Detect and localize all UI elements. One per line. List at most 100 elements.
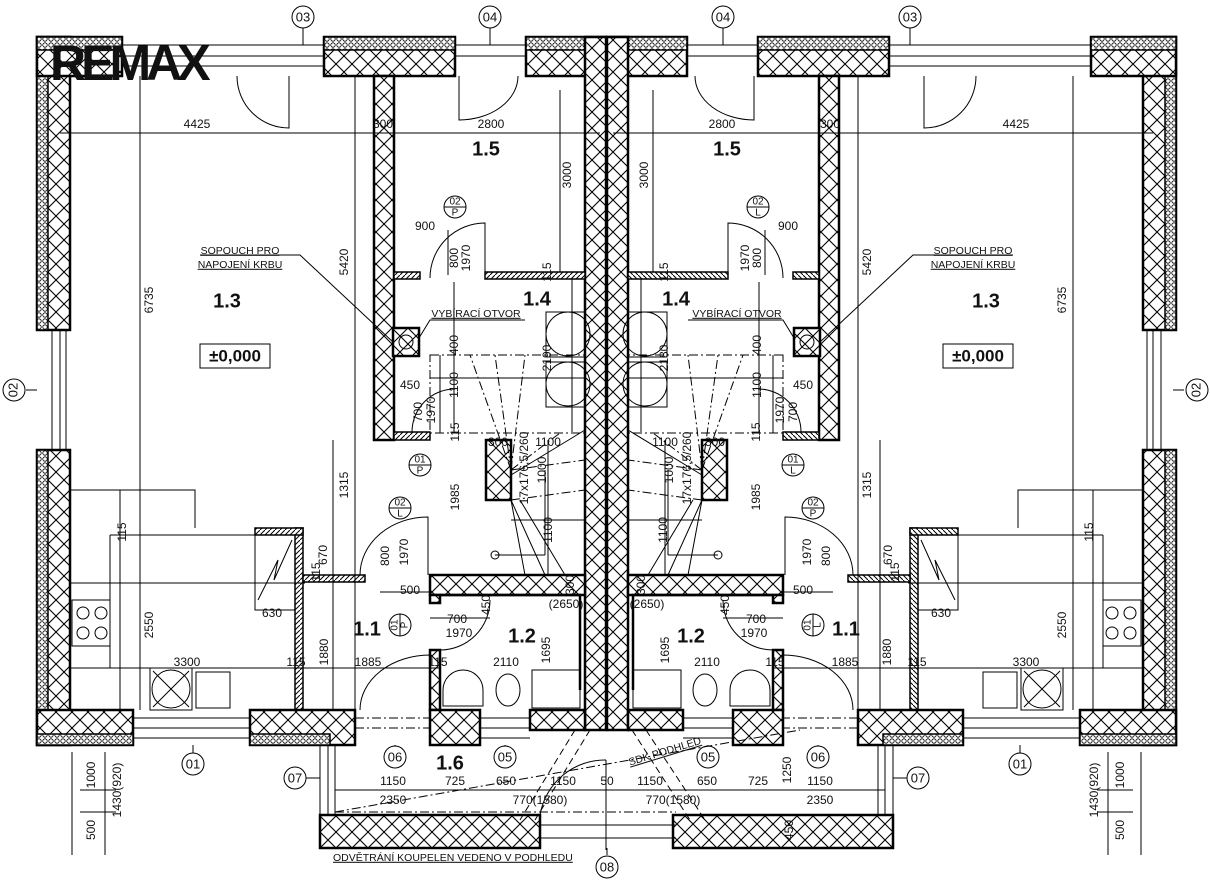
dimension-label: 450 (479, 595, 493, 615)
dimension-label: 3300 (1013, 655, 1040, 669)
grid-axis-circle (1185, 378, 1209, 402)
dimension-label: 115 (309, 562, 323, 581)
level-box (199, 343, 271, 369)
dimension-label: 1695 (539, 636, 553, 663)
dimension-label: 700 (746, 612, 766, 626)
dimension-label: 5420 (337, 248, 351, 275)
room-number: 1.6 (436, 752, 464, 774)
dimension-label: 800 (750, 248, 764, 268)
dimension-label: 115 (765, 655, 784, 669)
dimension-label: 115 (115, 522, 129, 541)
grid-axis-label: 04 (716, 9, 730, 24)
dimension-label: 300 (488, 435, 508, 449)
dimension-label: 115 (888, 562, 902, 581)
grid-axis-circle (493, 745, 517, 769)
dimension-label: 115 (1082, 522, 1096, 541)
door-tag-side: P (417, 466, 424, 477)
dimension-label: 1150 (550, 774, 576, 788)
dimension-label: 450 (782, 820, 796, 840)
door-tag-number: 01 (787, 455, 799, 466)
inspection-opening-note: VYBÍRACÍ OTVOR (692, 307, 782, 320)
dimension-label: 115 (749, 422, 763, 441)
dimension-label: 1970 (459, 244, 473, 271)
dimension-label: 800 (819, 546, 833, 566)
dimension-label: 1885 (355, 655, 382, 669)
room-number: 1.3 (972, 290, 1000, 312)
inspection-opening-note: VYBÍRACÍ OTVOR (431, 307, 521, 320)
dimension-label: (2650) (549, 597, 584, 611)
dimension-label: 1970 (424, 396, 438, 423)
grid-axis-label: 01 (186, 756, 200, 771)
room-number: 1.1 (353, 618, 381, 640)
grid-axis-label: 08 (600, 859, 614, 874)
dimension-label: 1970 (773, 396, 787, 423)
door-tag-number: 02 (449, 197, 461, 208)
door-tag-number: 02 (394, 498, 406, 509)
dimension-label: (2650) (630, 597, 665, 611)
grid-axis-circle (283, 766, 307, 790)
dimension-label: 17x176,5/260 (517, 431, 531, 504)
dimension-label: 1000 (84, 761, 98, 788)
room-number: 1.1 (832, 618, 860, 640)
dimension-label: 700 (411, 402, 425, 422)
grid-axis-circle (906, 766, 930, 790)
dimension-label: 115 (657, 262, 671, 281)
dimension-label: 115 (448, 422, 462, 441)
grid-axis-circle (181, 752, 205, 776)
dimension-label: 1985 (749, 483, 763, 510)
dimension-label: 770(1580) (646, 793, 701, 807)
dimension-label: 450 (718, 595, 732, 615)
dimension-label: 630 (262, 606, 282, 620)
grid-axis-label: 01 (1013, 756, 1027, 771)
dimension-label: 1100 (656, 517, 670, 543)
dimension-label: 300 (563, 575, 577, 595)
grid-axis-label: 03 (296, 9, 310, 24)
room-number: 1.4 (662, 288, 691, 310)
dimension-label: 1970 (738, 244, 752, 271)
door-tag-side: P (810, 509, 817, 520)
grid-axis-label: 05 (701, 749, 715, 764)
grid-axis-label: 02 (1188, 383, 1203, 397)
grid-axis-circle (478, 5, 502, 29)
chimney-note: NAPOJENÍ KRBU (198, 258, 283, 271)
door-tag-number: 01 (414, 455, 426, 466)
room-number: 1.4 (523, 288, 552, 310)
dimension-label: 3000 (637, 161, 651, 188)
dimension-label: 1970 (741, 626, 768, 640)
dimension-label: 400 (447, 335, 461, 355)
dimension-label: 650 (697, 774, 717, 788)
dimension-label: 50 (600, 774, 614, 788)
bathroom-ventilation-note: ODVĚTRÁNÍ KOUPELEN VEDENO V PODHLEDU (333, 851, 573, 864)
dimension-label: 725 (748, 774, 768, 788)
dimension-label: 1150 (637, 774, 663, 788)
door-tag-side: L (755, 208, 761, 219)
dimension-label: 1985 (448, 483, 462, 510)
dimension-label: 450 (793, 378, 813, 392)
grid-axis-circle (696, 745, 720, 769)
dimension-label: 670 (881, 545, 895, 565)
grid-axis-label: 04 (483, 9, 497, 24)
dimension-label: 900 (415, 219, 435, 233)
dimension-label: 1100 (447, 372, 461, 398)
floor-level-mark: ±0,000 (209, 346, 261, 365)
dimension-label: 4425 (1003, 117, 1030, 131)
grid-axis-circle (595, 855, 619, 879)
dimension-label: 300 (634, 575, 648, 595)
dimension-label: 2350 (807, 793, 834, 807)
dimension-label: 1100 (750, 372, 764, 398)
room-number: 1.5 (472, 138, 500, 160)
dimension-label: 2550 (142, 611, 156, 638)
dimension-label: 1000 (535, 456, 549, 483)
dimension-label: 900 (778, 219, 798, 233)
dimension-label: 2550 (1055, 611, 1069, 638)
dimension-label: 1885 (832, 655, 859, 669)
dimension-label: 115 (428, 655, 447, 669)
dimension-label: 670 (316, 545, 330, 565)
dimension-label: 500 (84, 820, 98, 840)
dimension-label: 1430(920) (110, 763, 124, 818)
dimension-label: 1315 (337, 471, 351, 498)
dimension-label: 450 (400, 378, 420, 392)
grid-axis-circle (2, 378, 26, 402)
dimension-label: 1880 (880, 638, 894, 665)
dimension-label: 2180 (657, 344, 671, 371)
